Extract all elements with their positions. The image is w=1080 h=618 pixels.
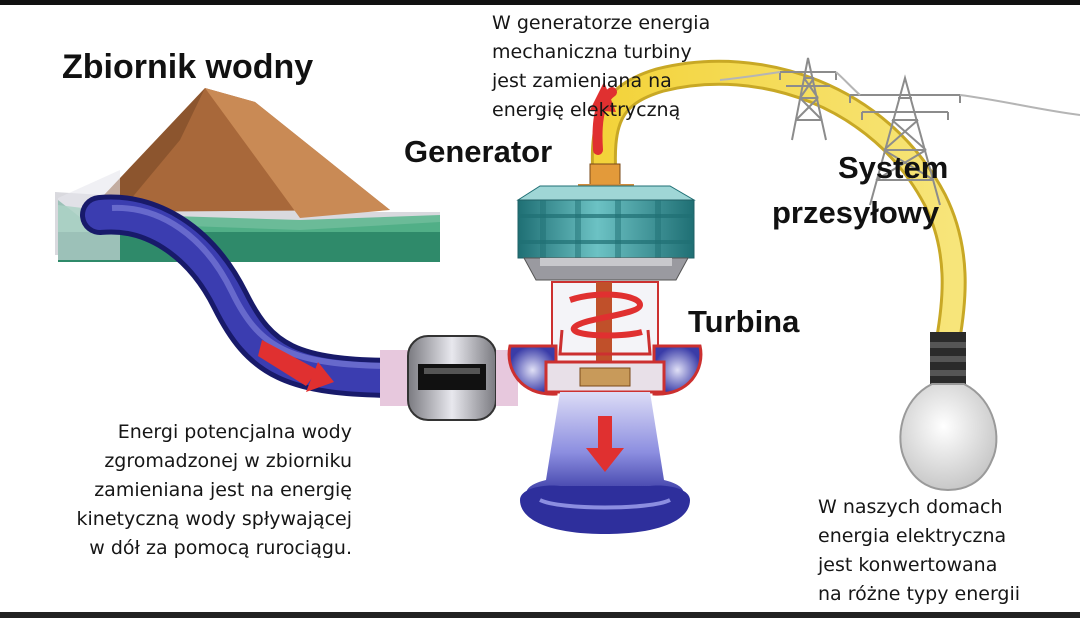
water-note-line: kinetyczną wody spływającej bbox=[76, 508, 352, 530]
home-note-line: energia elektryczna bbox=[818, 525, 1007, 547]
generator-note-line: W generatorze energia bbox=[492, 12, 711, 34]
home-note: W naszych domach energia elektryczna jes… bbox=[818, 493, 1020, 609]
water-note-line: zgromadzonej w zbiorniku bbox=[104, 450, 352, 472]
home-note-line: na różne typy energii bbox=[818, 583, 1021, 605]
transmission-label-line2: przesyłowy bbox=[772, 195, 940, 230]
dam-icon bbox=[40, 88, 440, 262]
generator-label: Generator bbox=[404, 134, 553, 169]
power-pylon-icon bbox=[719, 57, 1080, 206]
generator-note-line: jest zamieniana na bbox=[492, 70, 672, 92]
penstock-pipe-icon bbox=[80, 194, 518, 421]
turbine-icon bbox=[507, 281, 703, 534]
generator-icon bbox=[516, 163, 696, 281]
bottom-border bbox=[0, 612, 1080, 618]
generator-note-line: mechaniczna turbiny bbox=[492, 41, 692, 63]
home-note-line: jest konwertowana bbox=[818, 554, 998, 576]
generator-note: W generatorze energia mechaniczna turbin… bbox=[492, 9, 710, 125]
transmission-label-line1: System bbox=[838, 150, 949, 185]
top-border bbox=[0, 0, 1080, 5]
water-note: Energi potencjalna wody zgromadzonej w z… bbox=[77, 418, 352, 563]
generator-note-line: energię elektryczną bbox=[492, 99, 681, 121]
water-note-line: Energi potencjalna wody bbox=[117, 421, 352, 443]
light-bulb-icon bbox=[899, 332, 998, 492]
water-note-line: zamieniana jest na energię bbox=[94, 479, 352, 501]
home-note-line: W naszych domach bbox=[818, 496, 1003, 518]
water-note-line: w dół za pomocą rurociągu. bbox=[89, 537, 352, 559]
turbine-label: Turbina bbox=[688, 304, 800, 339]
reservoir-label: Zbiornik wodny bbox=[62, 48, 314, 86]
